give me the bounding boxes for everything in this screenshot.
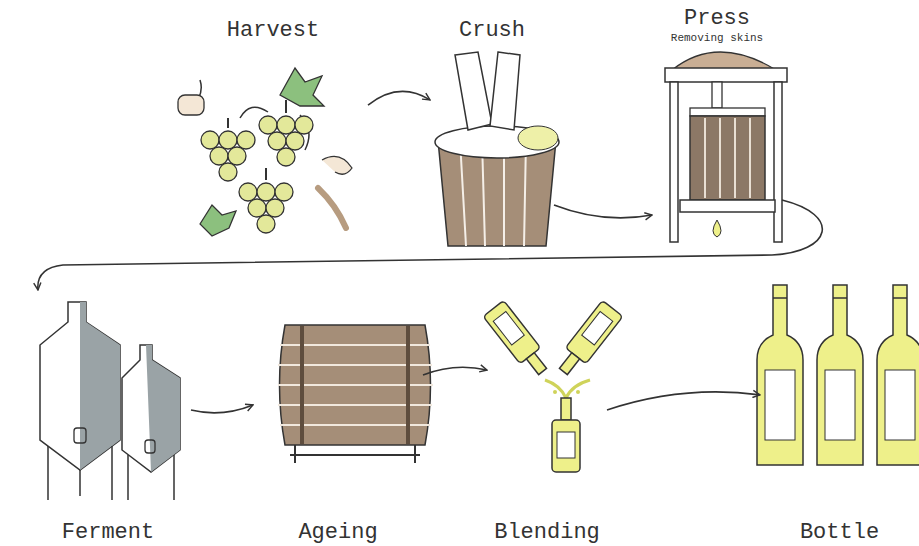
basket-slat: [705, 118, 750, 198]
grape: [219, 131, 237, 149]
stage-label: Ageing: [298, 520, 377, 546]
tank-shade: [146, 345, 180, 472]
bottle-cap: [833, 297, 847, 299]
grape: [257, 215, 275, 233]
bottle-label: [493, 311, 524, 344]
press-screw: [712, 82, 722, 108]
grape: [210, 147, 228, 165]
leg: [490, 52, 520, 130]
press-plate: [690, 108, 765, 116]
barrel-stand: [290, 445, 420, 463]
ageing-stage: Ageing: [253, 320, 423, 546]
bottle-label: [825, 370, 855, 440]
bottle-label: [557, 432, 575, 458]
blending-stage: Blending: [487, 295, 607, 546]
splash: [576, 390, 580, 394]
crush-stage: Crush: [430, 18, 554, 250]
grape: [266, 199, 284, 217]
stage-label: Bottle: [800, 520, 879, 546]
press-post: [774, 82, 782, 242]
bottle-neck: [526, 353, 546, 375]
press-basket: [690, 116, 765, 200]
grape: [201, 131, 219, 149]
grape: [268, 132, 286, 150]
grape-mash: [435, 126, 559, 158]
flow-arrow: [423, 367, 487, 375]
wine-bottle: [877, 285, 919, 465]
pouring-bottle: [553, 300, 623, 379]
harvest-stage: Harvest: [178, 18, 368, 243]
vine-leaf: [200, 205, 236, 236]
grape: [219, 163, 237, 181]
bottle-cap: [893, 297, 907, 299]
grape: [286, 132, 304, 150]
press-base: [680, 200, 775, 212]
stage-label: Crush: [459, 18, 525, 44]
juice-drop: [713, 220, 721, 237]
grape: [277, 148, 295, 166]
pouring-bottle: [483, 300, 553, 379]
grape: [237, 131, 255, 149]
tank-door: [74, 428, 86, 443]
vine-cane: [318, 188, 346, 228]
press-post: [670, 82, 678, 242]
bottle-label: [765, 370, 795, 440]
tank-shade: [80, 302, 120, 470]
bottle-stage: Bottle: [760, 280, 919, 546]
stage-label: Blending: [494, 520, 600, 546]
splash: [553, 390, 557, 394]
stage-label: Harvest: [227, 18, 319, 44]
tank-leg: [48, 446, 112, 500]
press-stage: PressRemoving skins: [652, 6, 782, 256]
grape: [239, 183, 257, 201]
press-beam: [665, 68, 787, 82]
bottle-neck: [559, 353, 579, 375]
tank-door: [145, 440, 155, 453]
stage-label: Ferment: [62, 520, 154, 546]
hand: [178, 95, 204, 115]
leg: [455, 52, 492, 130]
vine-leaf: [280, 68, 324, 106]
grape-mash: [518, 126, 558, 150]
flow-arrow: [368, 91, 430, 105]
ferment-tank: [122, 345, 180, 472]
barrel-hoop: [302, 326, 408, 444]
ferment-stage: Ferment: [25, 290, 191, 546]
grape: [295, 116, 313, 134]
stage-label: Press: [684, 6, 750, 32]
wine-stream: [545, 380, 590, 398]
flow-arrow: [607, 392, 760, 410]
bottle-label: [885, 370, 915, 440]
grape: [248, 199, 266, 217]
grape: [277, 116, 295, 134]
ferment-tank: [40, 302, 120, 470]
flow-arrow: [38, 200, 823, 290]
bottle-body: [552, 420, 580, 472]
wine-bottle: [817, 285, 863, 465]
grape: [275, 183, 293, 201]
wine-bottle: [757, 285, 803, 465]
stage-note: Removing skins: [671, 32, 763, 45]
bottle-neck: [561, 398, 571, 420]
grape: [259, 116, 277, 134]
flow-arrow: [554, 205, 652, 218]
grape: [228, 147, 246, 165]
tank-leg: [128, 455, 174, 500]
bottle-label: [582, 311, 613, 344]
hand: [322, 156, 352, 174]
bottle-cap: [773, 297, 787, 299]
flow-arrow: [191, 405, 253, 413]
grape: [257, 183, 275, 201]
